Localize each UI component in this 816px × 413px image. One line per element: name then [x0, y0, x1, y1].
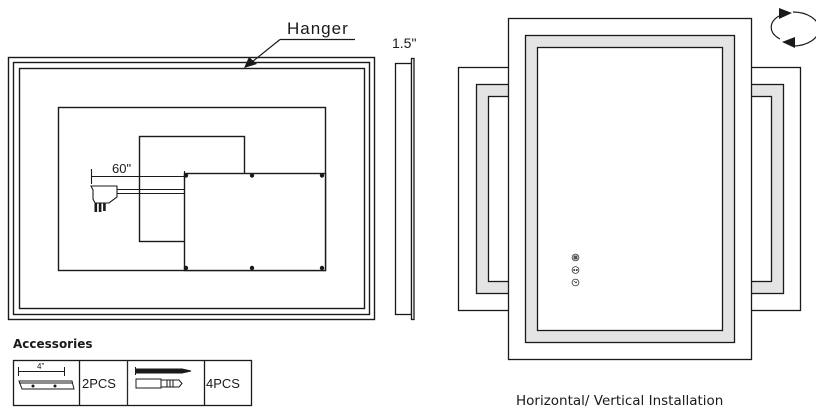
defog-button-icon [571, 253, 580, 262]
vertical-orientation [507, 17, 753, 361]
side-view [394, 57, 415, 321]
frame-middle [12, 61, 371, 316]
depth-label: 1.5" [392, 35, 416, 51]
power-button-icon [571, 278, 580, 287]
hanger-callout: Hanger [244, 19, 355, 68]
side-glass [410, 57, 415, 321]
touch-buttons [571, 253, 580, 287]
accessories-table [12, 359, 253, 407]
screw-quantity: 4PCS [206, 376, 240, 391]
installation-caption: Horizontal/ Vertical Installation [516, 393, 723, 409]
mounting-screws [183, 173, 325, 271]
hanger-arrow-icon [244, 57, 257, 68]
side-body [394, 62, 413, 316]
accessories-title: Accessories [13, 337, 93, 351]
dimmer-button-icon [571, 266, 580, 274]
mounting-plate [183, 172, 327, 272]
screw-and-anchor-icon [135, 367, 192, 389]
hanger-bracket-icon [18, 367, 75, 390]
bracket-quantity: 2PCS [82, 376, 116, 391]
plug-icon [90, 185, 118, 204]
hanger-label: Hanger [287, 19, 349, 38]
rotate-arrows-icon [770, 8, 816, 48]
bracket-dimension-label: 4" [37, 362, 44, 371]
frame-outer [7, 56, 376, 321]
power-cord [90, 169, 186, 212]
cord-length-label: 60" [112, 161, 131, 176]
frame-inner [18, 67, 366, 310]
back-view [7, 56, 376, 321]
